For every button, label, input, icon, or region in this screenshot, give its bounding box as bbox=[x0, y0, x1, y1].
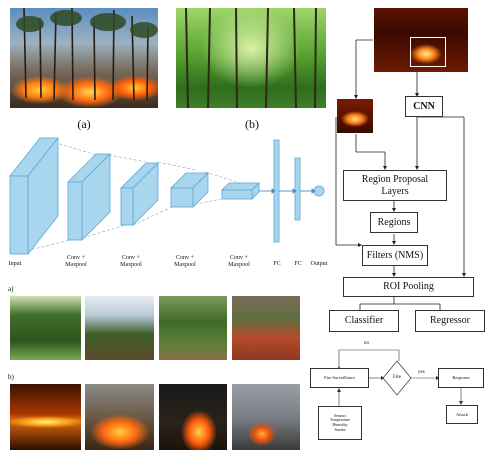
fire-decision-diamond bbox=[382, 360, 412, 396]
fc2-layer bbox=[294, 157, 301, 221]
grid-b-photo-3 bbox=[159, 384, 227, 450]
yes-label: yes bbox=[418, 370, 425, 375]
grid-a-photo-2 bbox=[85, 296, 154, 360]
grid-label-b: b) bbox=[8, 373, 14, 381]
conv2-front bbox=[120, 187, 134, 226]
no-label: no bbox=[364, 341, 369, 346]
detection-bbox bbox=[410, 37, 446, 67]
fire-crop-image bbox=[337, 99, 373, 133]
conv3-front bbox=[170, 187, 194, 208]
region-proposal-box: Region Proposal Layers bbox=[343, 170, 447, 201]
grid-a-photo-1 bbox=[10, 296, 81, 360]
fc2-label: FC bbox=[294, 261, 302, 267]
fire-decision-label: Fire bbox=[392, 375, 402, 380]
attack-box: Attack bbox=[446, 405, 478, 424]
conv-label-3: Conv + Maxpool bbox=[174, 255, 196, 268]
grid-b-photo-4 bbox=[232, 384, 300, 450]
conv-label-2: Conv + Maxpool bbox=[120, 255, 142, 268]
classifier-box: Classifier bbox=[329, 310, 399, 332]
cnn-box: CNN bbox=[405, 96, 443, 117]
green-trees-graphic bbox=[185, 8, 317, 108]
filters-nms-box: Filters (NMS) bbox=[362, 245, 428, 266]
response-box: Response bbox=[438, 368, 484, 388]
fire-input-image bbox=[374, 8, 468, 72]
grid-a-photo-3 bbox=[159, 296, 227, 360]
sensors-box: Sensors Temperature Humidity Smoke bbox=[318, 406, 362, 440]
input-layer-front bbox=[9, 175, 29, 255]
caption-a: (a) bbox=[77, 117, 91, 131]
input-label: Input bbox=[8, 261, 22, 267]
conv1-front bbox=[67, 181, 83, 241]
caption-b: (b) bbox=[245, 117, 259, 131]
regions-box: Regions bbox=[370, 212, 418, 233]
fc1-label: FC bbox=[273, 261, 281, 267]
burning-trees-graphic bbox=[16, 8, 158, 101]
fire-surveillance-box: Fire Surveillance bbox=[310, 368, 369, 388]
grid-a-photo-4 bbox=[232, 296, 300, 360]
grid-b-photo-2 bbox=[85, 384, 154, 450]
grid-label-a: a) bbox=[8, 285, 14, 293]
photo-forest-b bbox=[176, 8, 326, 108]
conv-label-4: Conv + Maxpool bbox=[228, 255, 250, 268]
regressor-box: Regressor bbox=[415, 310, 485, 332]
grid-b-photo-1 bbox=[10, 384, 81, 450]
roi-pooling-box: ROI Pooling bbox=[343, 277, 474, 297]
conv-label-1: Conv + Maxpool bbox=[65, 255, 87, 268]
output-label: Output bbox=[310, 261, 328, 267]
photo-forest-fire-a bbox=[10, 8, 158, 108]
conv4-front bbox=[221, 189, 253, 200]
